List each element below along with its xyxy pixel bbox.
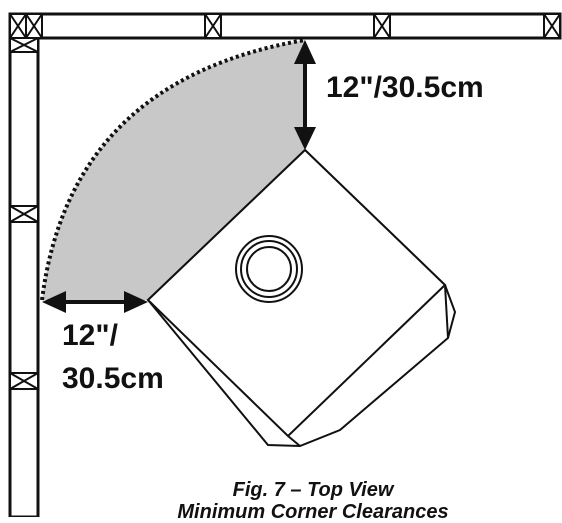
stud-marker xyxy=(25,13,43,39)
heater-edge xyxy=(287,435,301,447)
heater-edge xyxy=(444,284,449,339)
burner-inner-ring xyxy=(246,246,292,292)
figure-caption-title: Fig. 7 – Top View xyxy=(232,479,394,501)
stud-marker xyxy=(373,13,391,39)
side-clearance-label-line2: 30.5cm xyxy=(62,362,164,395)
arrowhead-left xyxy=(42,291,66,313)
arrowhead-up xyxy=(294,40,316,64)
stud-marker xyxy=(9,372,39,390)
left-wall xyxy=(8,12,40,517)
clearance-zone xyxy=(42,40,305,300)
figure-caption-subtitle: Minimum Corner Clearances xyxy=(177,501,449,523)
stud-marker xyxy=(204,13,222,39)
stud-marker xyxy=(9,13,27,39)
arrowhead-down xyxy=(294,127,316,150)
arrowhead-right xyxy=(124,291,148,313)
horizontal-dimension-arrow xyxy=(42,291,148,313)
heater-unit xyxy=(146,148,457,448)
stud-markers xyxy=(9,13,561,390)
stud-marker xyxy=(543,13,561,39)
vertical-dimension-arrow xyxy=(294,40,316,150)
side-clearance-label-line1: 12"/ xyxy=(62,319,118,352)
top-clearance-label: 12"/30.5cm xyxy=(326,71,484,104)
stud-marker xyxy=(9,37,39,53)
stud-marker xyxy=(9,205,39,223)
top-wall xyxy=(8,12,562,40)
